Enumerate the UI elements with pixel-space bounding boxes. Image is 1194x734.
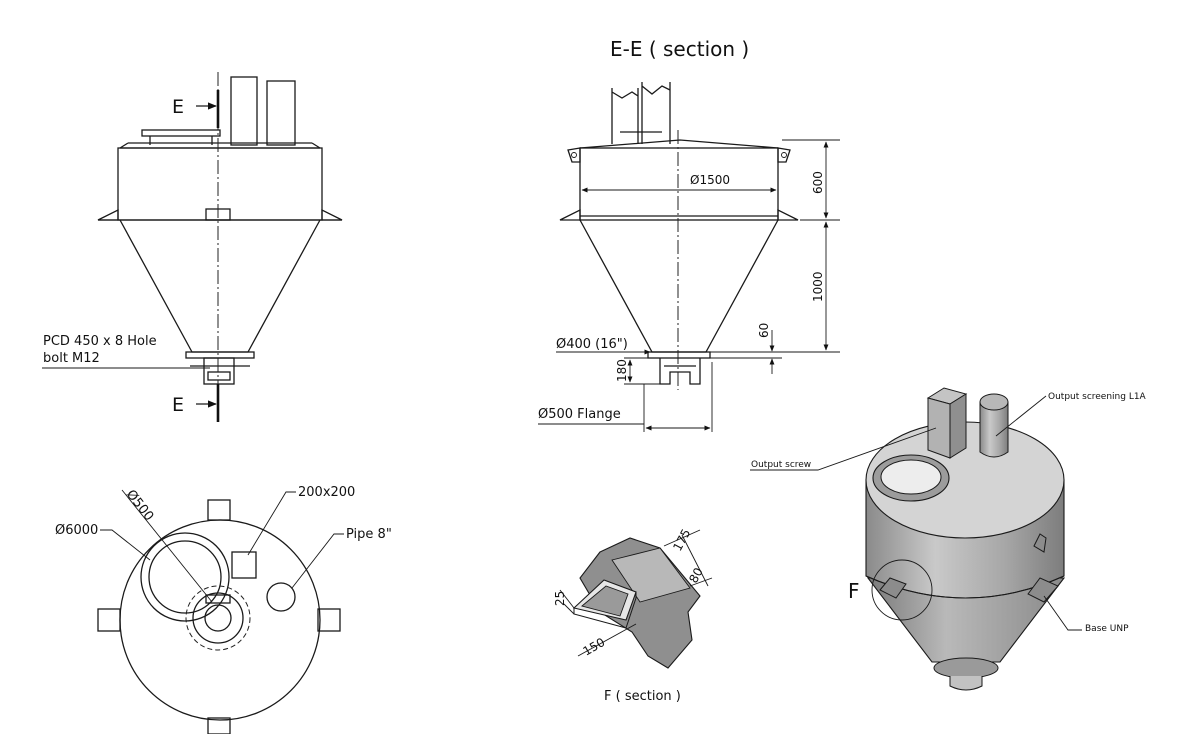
plan-pipe-outlet [266,582,296,612]
section-title: E-E ( section ) [610,37,749,61]
cone-body [119,219,321,353]
dim-opening-500: Ø500 [123,487,156,524]
label-base-unp: Base UNP [1085,624,1129,634]
dim-f-80: 80 [686,565,706,585]
dim-f-150: 150 [581,635,608,659]
dim-pipe-8: Pipe 8" [346,527,392,542]
dim-f-25: 25 [553,591,567,606]
bottom-flange [185,351,255,359]
section-ee-view: E-E ( section ) Ø1500 600 [538,37,840,432]
square-outlet-pipe [230,76,258,146]
plan-view: Ø6000 Ø500 200x200 Pipe 8" [55,485,392,734]
support-lug-left [97,208,119,221]
plan-lug-right [317,608,341,632]
iso-square-pipe [927,397,951,459]
isometric-view: F Output screening L1A Output screw Base… [750,387,1147,691]
iso-lug-right [1027,577,1059,603]
leader-200x200 [247,491,296,556]
front-view: E E PCD 450 x 8 Hole bolt M12 [42,72,343,424]
iso-lug-left [879,577,907,599]
pcd-note-line1: PCD 450 x 8 Hole [43,334,157,349]
detail-f-circle [871,559,933,621]
round-outlet-pipe [266,80,296,146]
dim-f-175: 175 [670,527,693,554]
section-cylinder [579,147,779,221]
section-mark-bottom: E [172,394,184,416]
label-output-screw: Output screw [751,460,811,470]
plan-lug-top [207,499,231,521]
pcd-note-line2: bolt M12 [43,351,100,366]
leader-pipe [291,533,344,589]
section-cone [579,219,779,353]
plan-square-outlet [231,551,257,579]
dim-flange-500: Ø500 Flange [538,407,621,422]
plan-lug-bottom [207,717,231,734]
support-lug-right [321,208,343,221]
iso-round-pipe [979,401,1009,458]
dim-outlet-400: Ø400 (16") [556,337,628,352]
top-hatch [141,129,221,137]
dim-height-60: 60 [757,323,771,338]
detail-f-title: F ( section ) [604,689,681,704]
detail-f-label: F [848,579,860,603]
leader-500 [121,489,213,603]
plan-lug-left [97,608,121,632]
leader-6000 [100,529,151,561]
dim-flange-180: 180 [615,359,629,382]
section-mark-top: E [172,96,184,118]
dim-diameter-1500: Ø1500 [690,173,730,187]
label-output-screening: Output screening L1A [1048,392,1147,402]
plan-hatch-outer [140,532,230,622]
dim-height-600: 600 [811,171,825,194]
dim-square-200: 200x200 [298,485,355,500]
dim-height-1000: 1000 [811,271,825,302]
dim-body-6000: Ø6000 [55,523,98,538]
detail-f-view: 175 80 25 150 F ( section ) [553,527,713,704]
